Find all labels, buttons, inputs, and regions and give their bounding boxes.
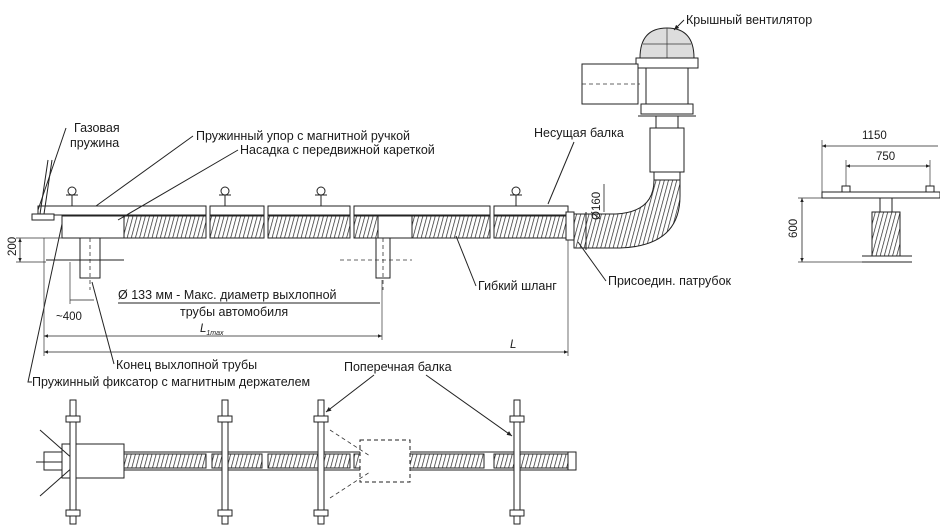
trolley bbox=[219, 186, 231, 206]
duct-pipe bbox=[649, 127, 685, 173]
rail-segment bbox=[209, 205, 265, 216]
plan-view bbox=[36, 399, 577, 525]
dim-1150: 1150 bbox=[862, 130, 887, 142]
cross-beam bbox=[69, 399, 77, 525]
hose-section bbox=[493, 215, 569, 239]
label-gas-spring-1: Газовая bbox=[74, 121, 120, 135]
nozzle-box bbox=[61, 215, 125, 239]
dim-d160: Ø160 bbox=[591, 192, 603, 220]
rail-segment bbox=[267, 205, 351, 216]
label-gas-spring-2: пружина bbox=[70, 136, 119, 150]
trolley bbox=[315, 186, 327, 206]
dim-l-total: L bbox=[510, 339, 516, 351]
side-hose bbox=[871, 211, 901, 257]
label-flex-hose: Гибкий шланг bbox=[478, 279, 557, 293]
label-carrier-beam: Несущая балка bbox=[534, 126, 624, 140]
rail-segment bbox=[493, 205, 569, 216]
main-rail bbox=[31, 159, 575, 290]
dim-600: 600 bbox=[788, 219, 800, 238]
rail-segment bbox=[353, 205, 491, 216]
hose-section bbox=[353, 215, 379, 239]
dim-l1max: L1max bbox=[200, 323, 224, 337]
side-view: 1150 750 600 bbox=[788, 130, 940, 263]
fan-motor bbox=[645, 67, 689, 105]
roof-fan bbox=[581, 27, 699, 181]
trolley bbox=[510, 186, 522, 206]
label-nozzle-carriage: Насадка с передвижной кареткой bbox=[240, 143, 435, 157]
duct-upper bbox=[655, 115, 679, 129]
nozzle-outlet bbox=[79, 237, 101, 279]
label-max-diameter-2: трубы автомобиля bbox=[180, 305, 288, 319]
nozzle-outlet-mid bbox=[375, 237, 391, 279]
rail-segment bbox=[37, 205, 207, 216]
flex-hose-elbow bbox=[573, 179, 681, 249]
label-max-diameter-1: Ø 133 мм - Макс. диаметр выхлопной bbox=[118, 288, 337, 302]
hose-section bbox=[123, 215, 207, 239]
cross-beam bbox=[317, 399, 325, 525]
hose-section bbox=[411, 215, 491, 239]
label-spring-stop: Пружинный упор с магнитной ручкой bbox=[196, 129, 410, 143]
trolley bbox=[66, 186, 78, 206]
fan-flange bbox=[635, 57, 699, 69]
label-spring-latch: Пружинный фиксатор с магнитным держателе… bbox=[32, 375, 310, 389]
dim-400: ~400 bbox=[56, 311, 82, 323]
label-roof-fan: Крышный вентилятор bbox=[686, 13, 812, 27]
connector-pipe bbox=[565, 211, 575, 241]
label-exhaust-end: Конец выхлопной трубы bbox=[116, 358, 257, 372]
gas-spring bbox=[31, 213, 55, 221]
hose-section bbox=[267, 215, 351, 239]
cross-beam bbox=[221, 399, 229, 525]
hose-section bbox=[209, 215, 265, 239]
dim-750: 750 bbox=[876, 151, 895, 163]
dim-200: 200 bbox=[7, 237, 19, 256]
side-beam bbox=[821, 191, 940, 199]
cross-beam bbox=[513, 399, 521, 525]
label-cross-beam: Поперечная балка bbox=[344, 360, 452, 374]
nozzle-box-mid bbox=[377, 215, 413, 239]
label-connector: Присоедин. патрубок bbox=[608, 274, 732, 288]
